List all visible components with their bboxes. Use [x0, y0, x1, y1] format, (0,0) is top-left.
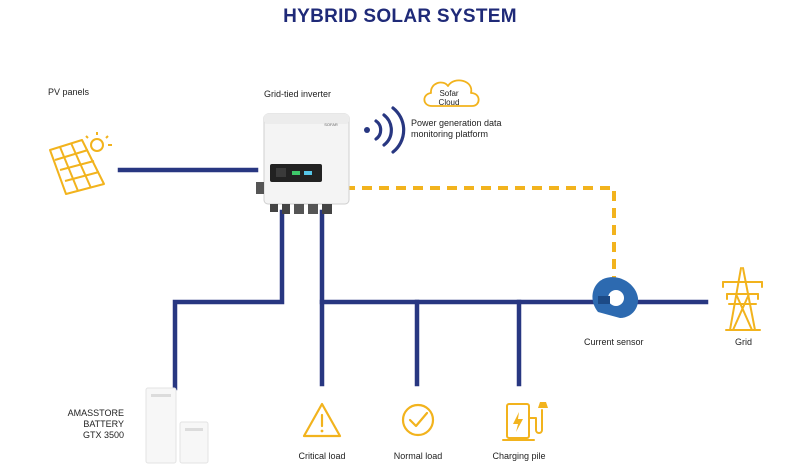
ev-charger-icon	[502, 402, 548, 441]
cloud-label-line1: Sofar	[439, 89, 459, 98]
battery-icon	[145, 387, 209, 464]
battery-label-line1: AMASSTORE	[67, 408, 124, 418]
inverter-to-battery-line	[172, 209, 285, 391]
inverter-label: Grid-tied inverter	[264, 89, 332, 99]
current-sensor-icon	[592, 277, 639, 318]
critical-load-label: Critical load	[298, 451, 346, 461]
solar-panel-icon	[49, 132, 112, 195]
wiring	[117, 167, 709, 391]
inverter-icon: SOFAR	[256, 113, 350, 214]
transmission-tower-icon	[722, 267, 763, 331]
inverter-brand: SOFAR	[324, 122, 338, 127]
pv-panels-label: PV panels	[48, 87, 90, 97]
battery-label: AMASSTORE BATTERY GTX 3500	[52, 408, 124, 441]
warning-triangle-icon	[302, 402, 342, 438]
battery-label-line3: GTX 3500	[82, 430, 124, 440]
wifi-signal-icon	[364, 106, 406, 154]
page-title: HYBRID SOLAR SYSTEM	[283, 6, 517, 27]
monitoring-platform-label: Power generation data monitoring platfor…	[411, 118, 502, 140]
normal-load-label: Normal load	[393, 451, 443, 461]
grid-label: Grid	[735, 337, 753, 347]
charging-pile-label: Charging pile	[492, 451, 546, 461]
monitoring-platform-line2: monitoring platform	[411, 129, 489, 139]
monitoring-dashed-line	[345, 186, 616, 278]
battery-label-line2: BATTERY	[83, 419, 124, 429]
current-sensor-label: Current sensor	[584, 337, 644, 347]
cloud-label-line2: Cloud	[438, 98, 460, 107]
cloud-label: Sofar Cloud	[424, 89, 474, 107]
check-circle-icon	[401, 403, 435, 437]
monitoring-platform-line1: Power generation data	[411, 118, 502, 128]
cloud-icon	[423, 79, 480, 107]
